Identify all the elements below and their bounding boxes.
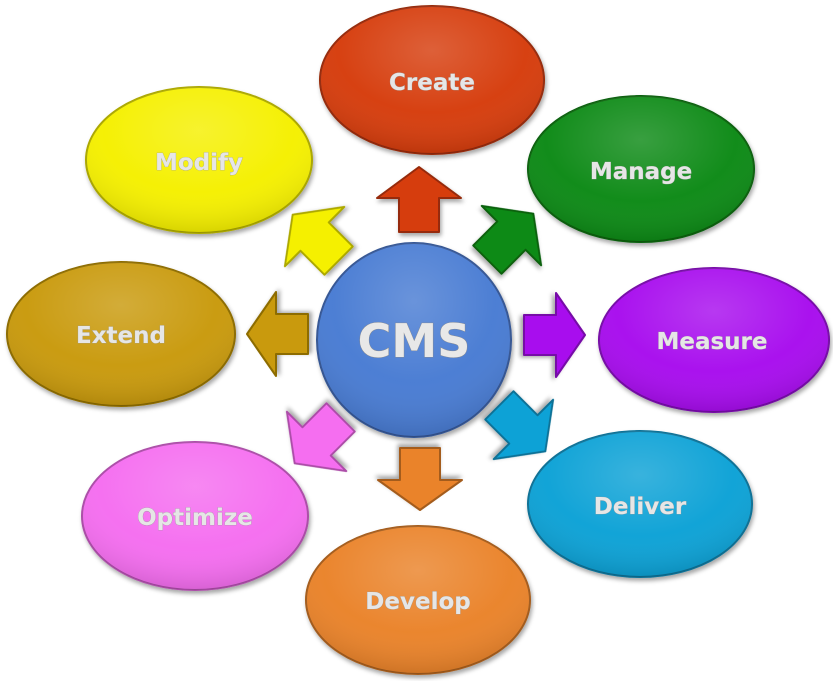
extend-label: Extend: [76, 323, 166, 349]
node-optimize: Optimize: [81, 441, 309, 591]
arrow-up-right-icon: [472, 204, 543, 275]
node-manage: Manage: [527, 95, 755, 243]
arrow-to-deliver: [484, 390, 555, 461]
node-develop: Develop: [305, 525, 531, 675]
optimize-label: Optimize: [137, 505, 253, 531]
node-create: Create: [319, 5, 545, 155]
arrow-to-optimize: [285, 402, 356, 473]
measure-ellipse-shine: [599, 268, 829, 412]
arrow-to-modify: [283, 205, 354, 276]
node-deliver: Deliver: [527, 430, 753, 578]
arrow-to-develop: [377, 447, 463, 511]
arrow-right-icon: [523, 292, 586, 378]
arrow-up-left-icon: [283, 205, 354, 276]
arrow-left-icon: [246, 291, 309, 377]
arrow-to-measure: [523, 292, 586, 378]
optimize-ellipse-shine: [82, 442, 308, 590]
deliver-ellipse-shine: [528, 431, 752, 577]
deliver-label: Deliver: [594, 494, 687, 520]
develop-label: Develop: [365, 589, 470, 615]
manage-ellipse-shine: [528, 96, 754, 242]
arrow-to-manage: [472, 204, 543, 275]
modify-ellipse-shine: [86, 87, 312, 233]
hub-cms: CMS: [316, 242, 512, 438]
create-ellipse-shine: [320, 6, 544, 154]
hub-label: CMS: [358, 314, 471, 368]
develop-ellipse-shine: [306, 526, 530, 674]
arrow-up-icon: [376, 166, 462, 233]
node-measure: Measure: [598, 267, 830, 413]
modify-label: Modify: [155, 150, 243, 176]
arrow-down-icon: [377, 447, 463, 511]
arrow-to-create: [376, 166, 462, 233]
node-modify: Modify: [85, 86, 313, 234]
extend-ellipse-shine: [7, 262, 235, 406]
arrow-to-extend: [246, 291, 309, 377]
measure-label: Measure: [656, 329, 767, 355]
arrow-down-left-icon: [285, 402, 356, 473]
manage-label: Manage: [590, 159, 692, 185]
node-extend: Extend: [6, 261, 236, 407]
create-label: Create: [389, 70, 475, 96]
hub-circle-shine: [317, 243, 511, 437]
arrow-down-right-icon: [484, 390, 555, 461]
